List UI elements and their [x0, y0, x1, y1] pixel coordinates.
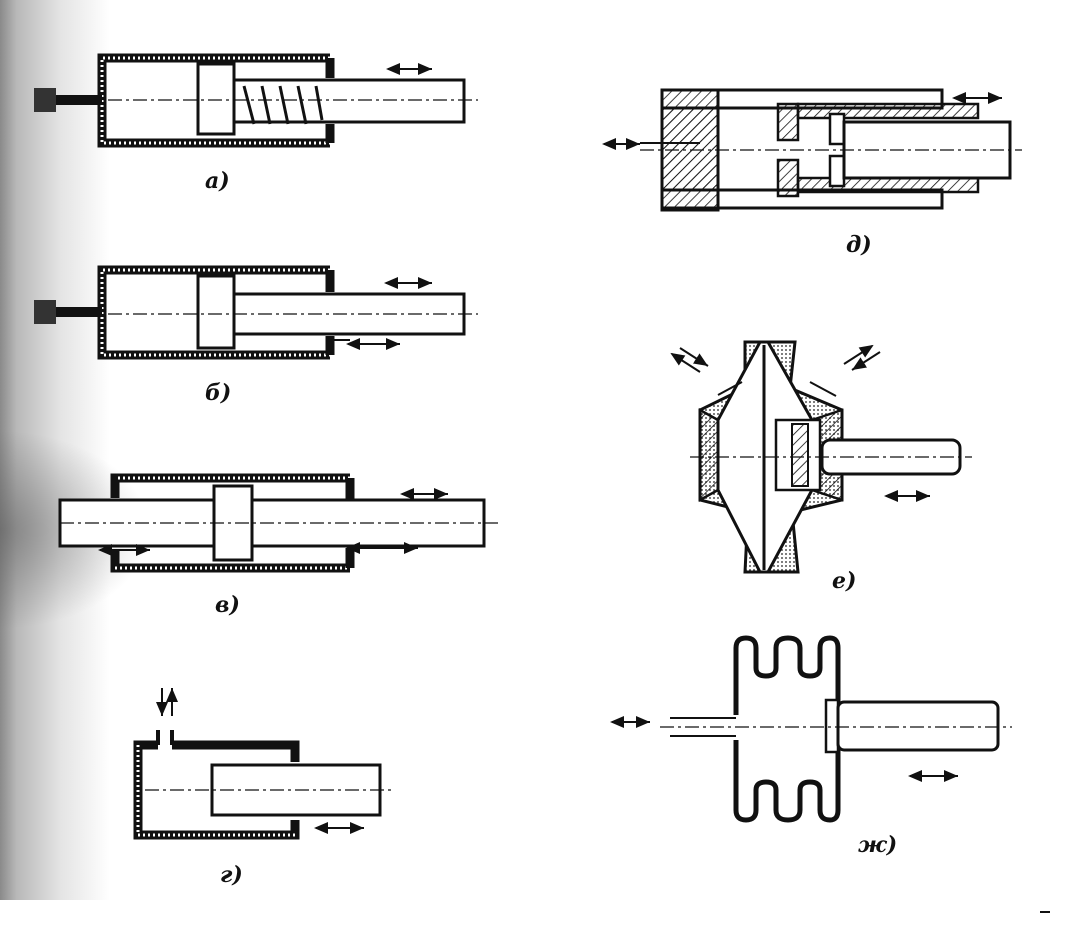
diagram-d-telescopic-cylinder	[602, 88, 1022, 212]
diagram-g-plunger-cylinder	[133, 688, 395, 840]
caption-e: е)	[832, 568, 857, 594]
caption-g: г)	[220, 862, 243, 888]
diagram-e-diaphragm-actuator	[670, 340, 972, 574]
caption-d: д)	[846, 232, 872, 258]
caption-v: в)	[215, 592, 240, 618]
diagram-b-double-acting-cylinder	[34, 265, 478, 360]
caption-zh: ж)	[858, 832, 898, 858]
caption-a: a)	[205, 168, 230, 194]
diagram-v-double-rod-cylinder	[58, 473, 498, 573]
diagram-zh-bellows-actuator	[610, 635, 1012, 823]
caption-b: б)	[205, 380, 232, 406]
diagram-a-spring-cylinder	[34, 53, 478, 148]
